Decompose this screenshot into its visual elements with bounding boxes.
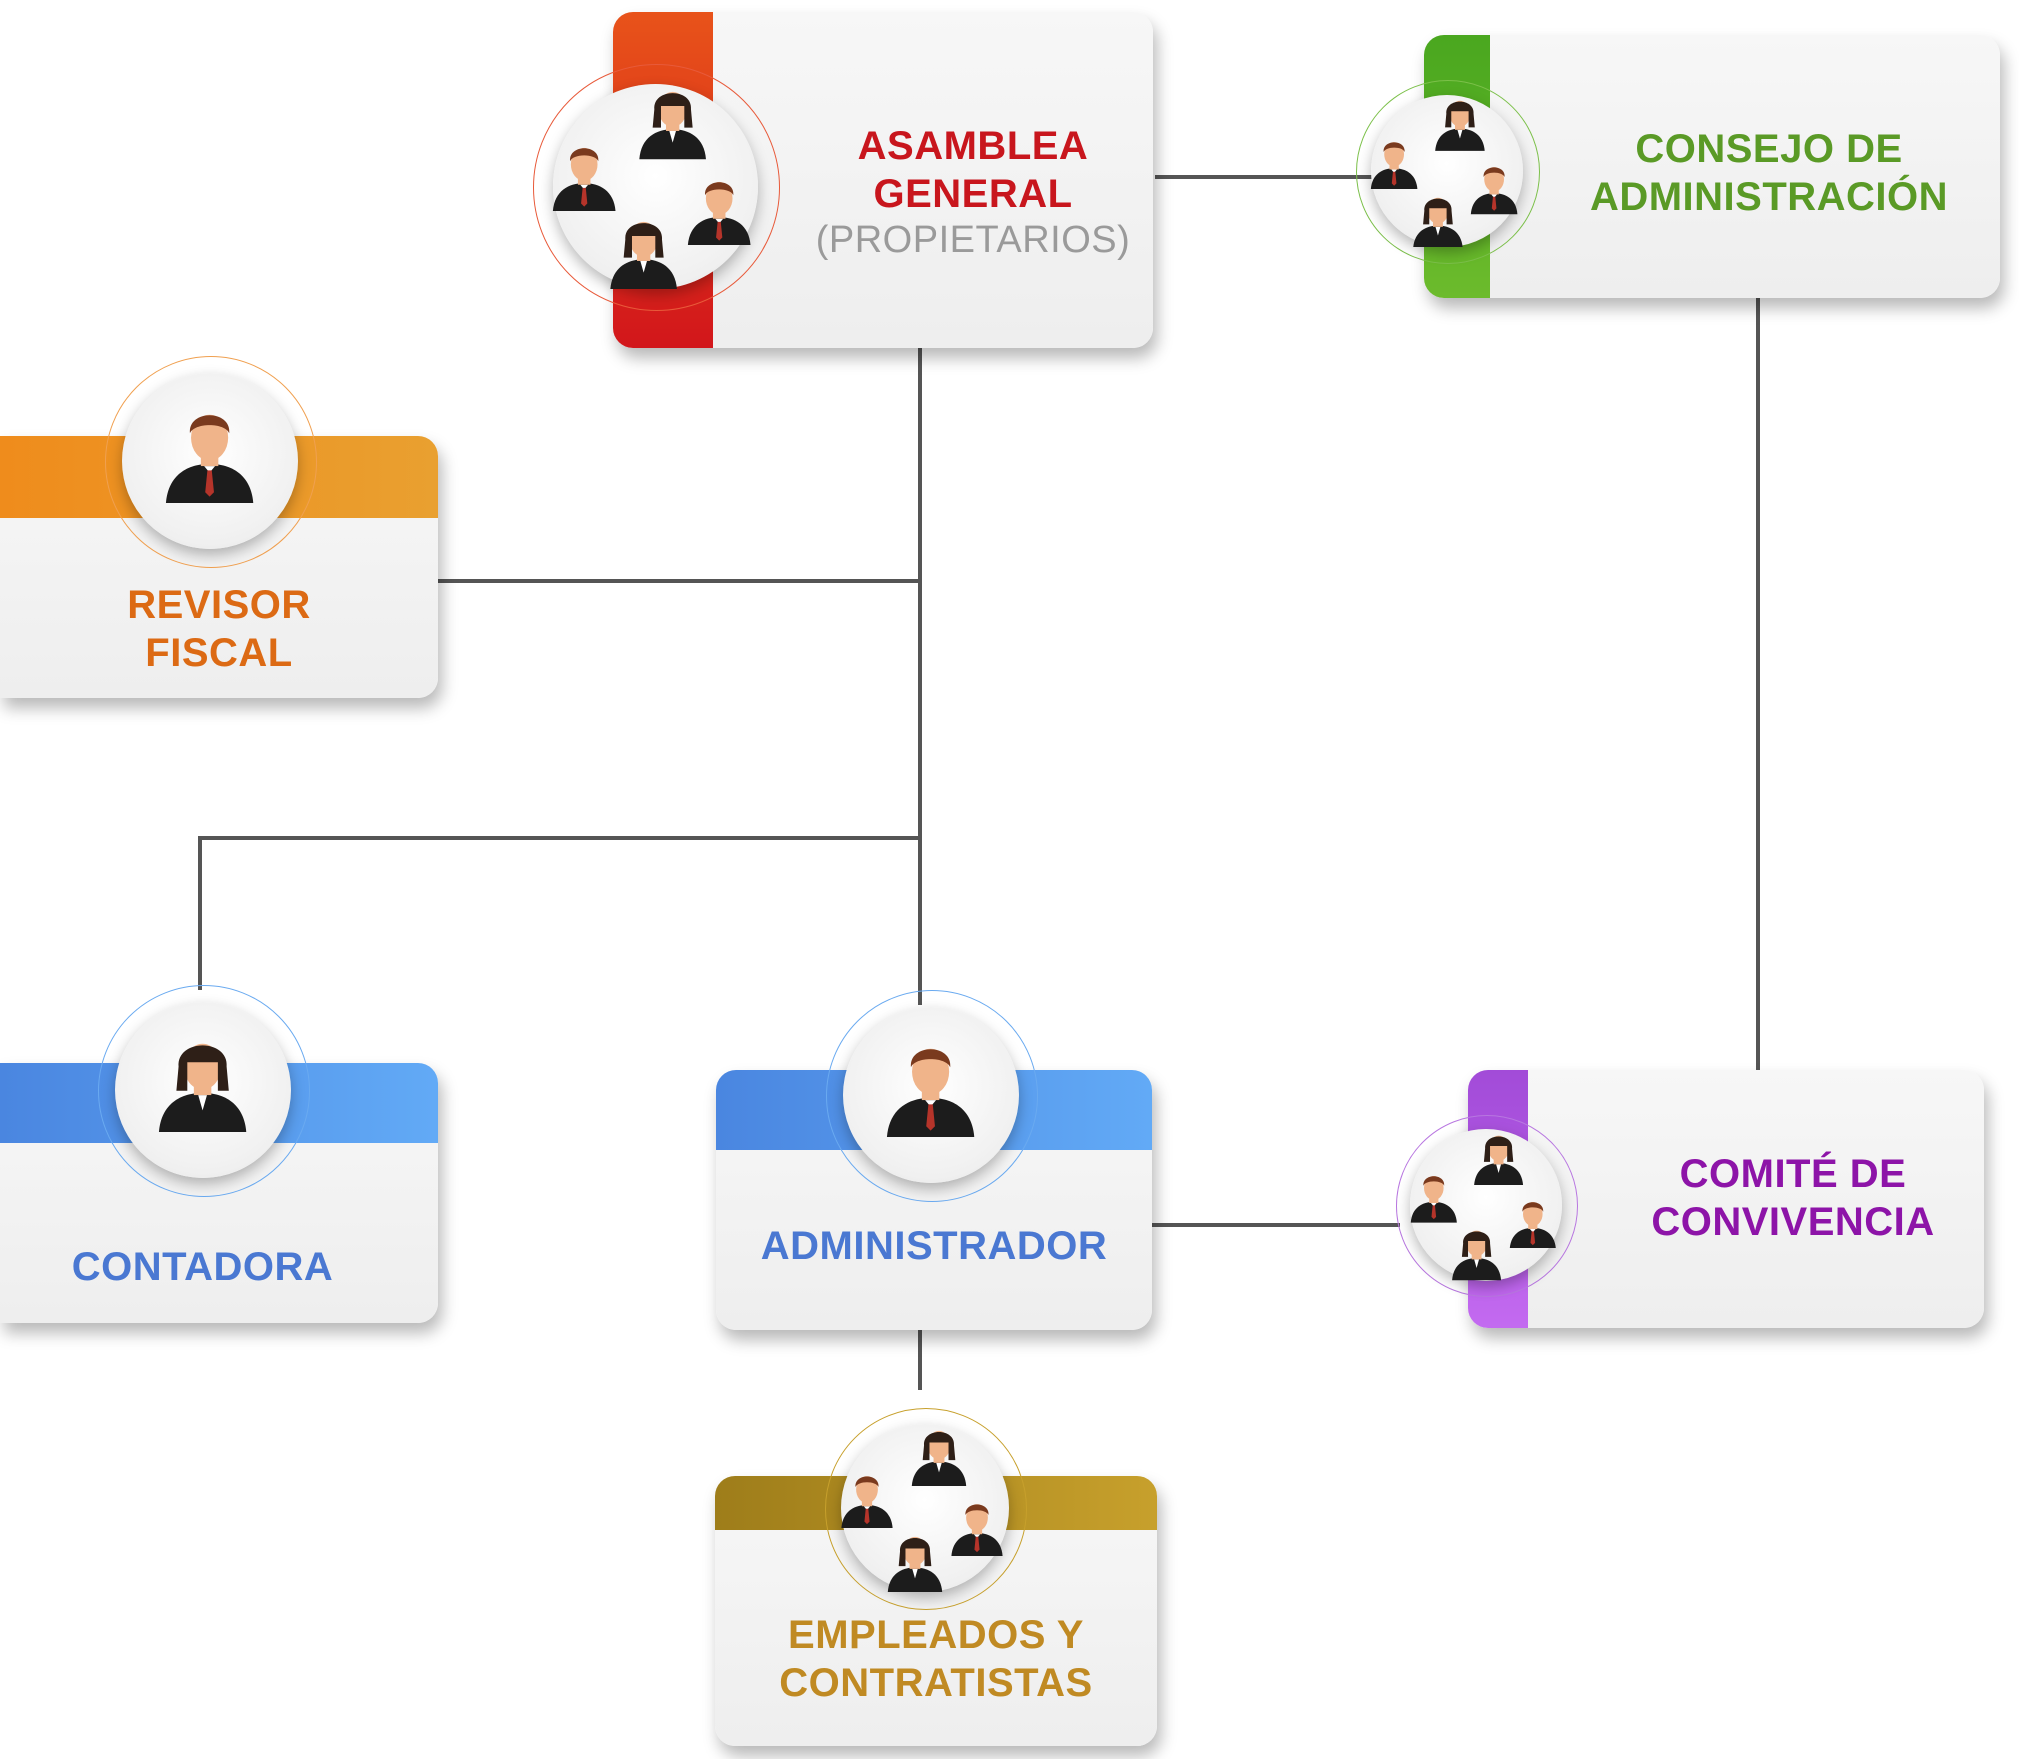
asamblea-subtitle: (PROPIETARIOS) <box>815 219 1131 261</box>
man-icon <box>155 394 264 503</box>
woman-icon <box>631 76 714 160</box>
man-icon <box>945 1492 1009 1556</box>
contadora-title-line1: CONTADORA <box>71 1245 334 1289</box>
woman-icon <box>1446 1219 1507 1281</box>
node-empleados-contratistas: EMPLEADOS Y CONTRATISTAS <box>715 1408 1157 1746</box>
woman-icon <box>1429 89 1491 151</box>
empleados-avatar <box>825 1408 1027 1610</box>
man-icon <box>545 133 623 211</box>
avatar-ring-icon <box>105 356 317 568</box>
comite-title: COMITÉ DE CONVIVENCIA <box>1608 1150 1978 1246</box>
woman-icon <box>148 1023 257 1132</box>
avatar-ring-icon <box>98 985 310 1197</box>
consejo-avatar <box>1356 80 1540 264</box>
woman-icon <box>602 206 685 290</box>
revisor-title-line2: FISCAL <box>145 631 293 675</box>
consejo-title: CONSEJO DE ADMINISTRACIÓN <box>1544 125 1994 221</box>
node-revisor-fiscal: REVISOR FISCAL <box>0 356 438 698</box>
administrador-avatar <box>826 990 1038 1202</box>
avatar-ring-icon <box>533 64 780 311</box>
man-icon <box>1504 1191 1562 1249</box>
comite-title-line2: CONVIVENCIA <box>1651 1200 1935 1244</box>
revisor-title: REVISOR FISCAL <box>0 581 438 677</box>
administrador-title-line1: ADMINISTRADOR <box>760 1224 1108 1268</box>
asamblea-title: ASAMBLEA GENERAL (PROPIETARIOS) <box>793 122 1153 264</box>
comite-title-line1: COMITÉ DE <box>1679 1152 1907 1196</box>
asamblea-title-line1: ASAMBLEA <box>857 124 1089 168</box>
woman-icon <box>881 1524 949 1592</box>
avatar-ring-icon <box>826 990 1038 1202</box>
asamblea-avatar <box>533 64 780 311</box>
comite-avatar <box>1396 1115 1578 1297</box>
avatar-ring-icon <box>1396 1115 1578 1297</box>
man-icon <box>680 167 758 246</box>
empleados-title: EMPLEADOS Y CONTRATISTAS <box>715 1611 1157 1707</box>
man-icon <box>876 1028 985 1137</box>
man-icon <box>1405 1165 1463 1223</box>
node-comite-convivencia: COMITÉ DE CONVIVENCIA <box>1396 1070 1984 1328</box>
revisor-avatar <box>105 356 317 568</box>
node-administrador: ADMINISTRADOR <box>716 990 1152 1330</box>
revisor-title-line1: REVISOR <box>127 583 311 627</box>
node-asamblea-general: ASAMBLEA GENERAL (PROPIETARIOS) <box>533 12 1153 348</box>
man-icon <box>835 1464 899 1528</box>
contadora-avatar <box>98 985 310 1197</box>
woman-icon <box>1468 1124 1529 1186</box>
administrador-title: ADMINISTRADOR <box>716 1222 1152 1270</box>
empleados-title-line1: EMPLEADOS Y <box>788 1613 1084 1657</box>
avatar-ring-icon <box>1356 80 1540 264</box>
node-contadora: CONTADORA <box>0 985 438 1323</box>
avatar-ring-icon <box>825 1408 1027 1610</box>
woman-icon <box>1407 186 1469 248</box>
asamblea-title-line2: GENERAL <box>873 172 1073 216</box>
node-consejo-administracion: CONSEJO DE ADMINISTRACIÓN <box>1356 35 2000 298</box>
empleados-title-line2: CONTRATISTAS <box>779 1661 1093 1705</box>
contadora-title: CONTADORA <box>0 1243 405 1291</box>
man-icon <box>1365 131 1423 190</box>
consejo-title-line2: ADMINISTRACIÓN <box>1589 175 1949 219</box>
connector-lines <box>198 175 1760 1390</box>
woman-icon <box>905 1418 973 1486</box>
consejo-title-line1: CONSEJO DE <box>1635 127 1903 171</box>
man-icon <box>1465 156 1523 215</box>
